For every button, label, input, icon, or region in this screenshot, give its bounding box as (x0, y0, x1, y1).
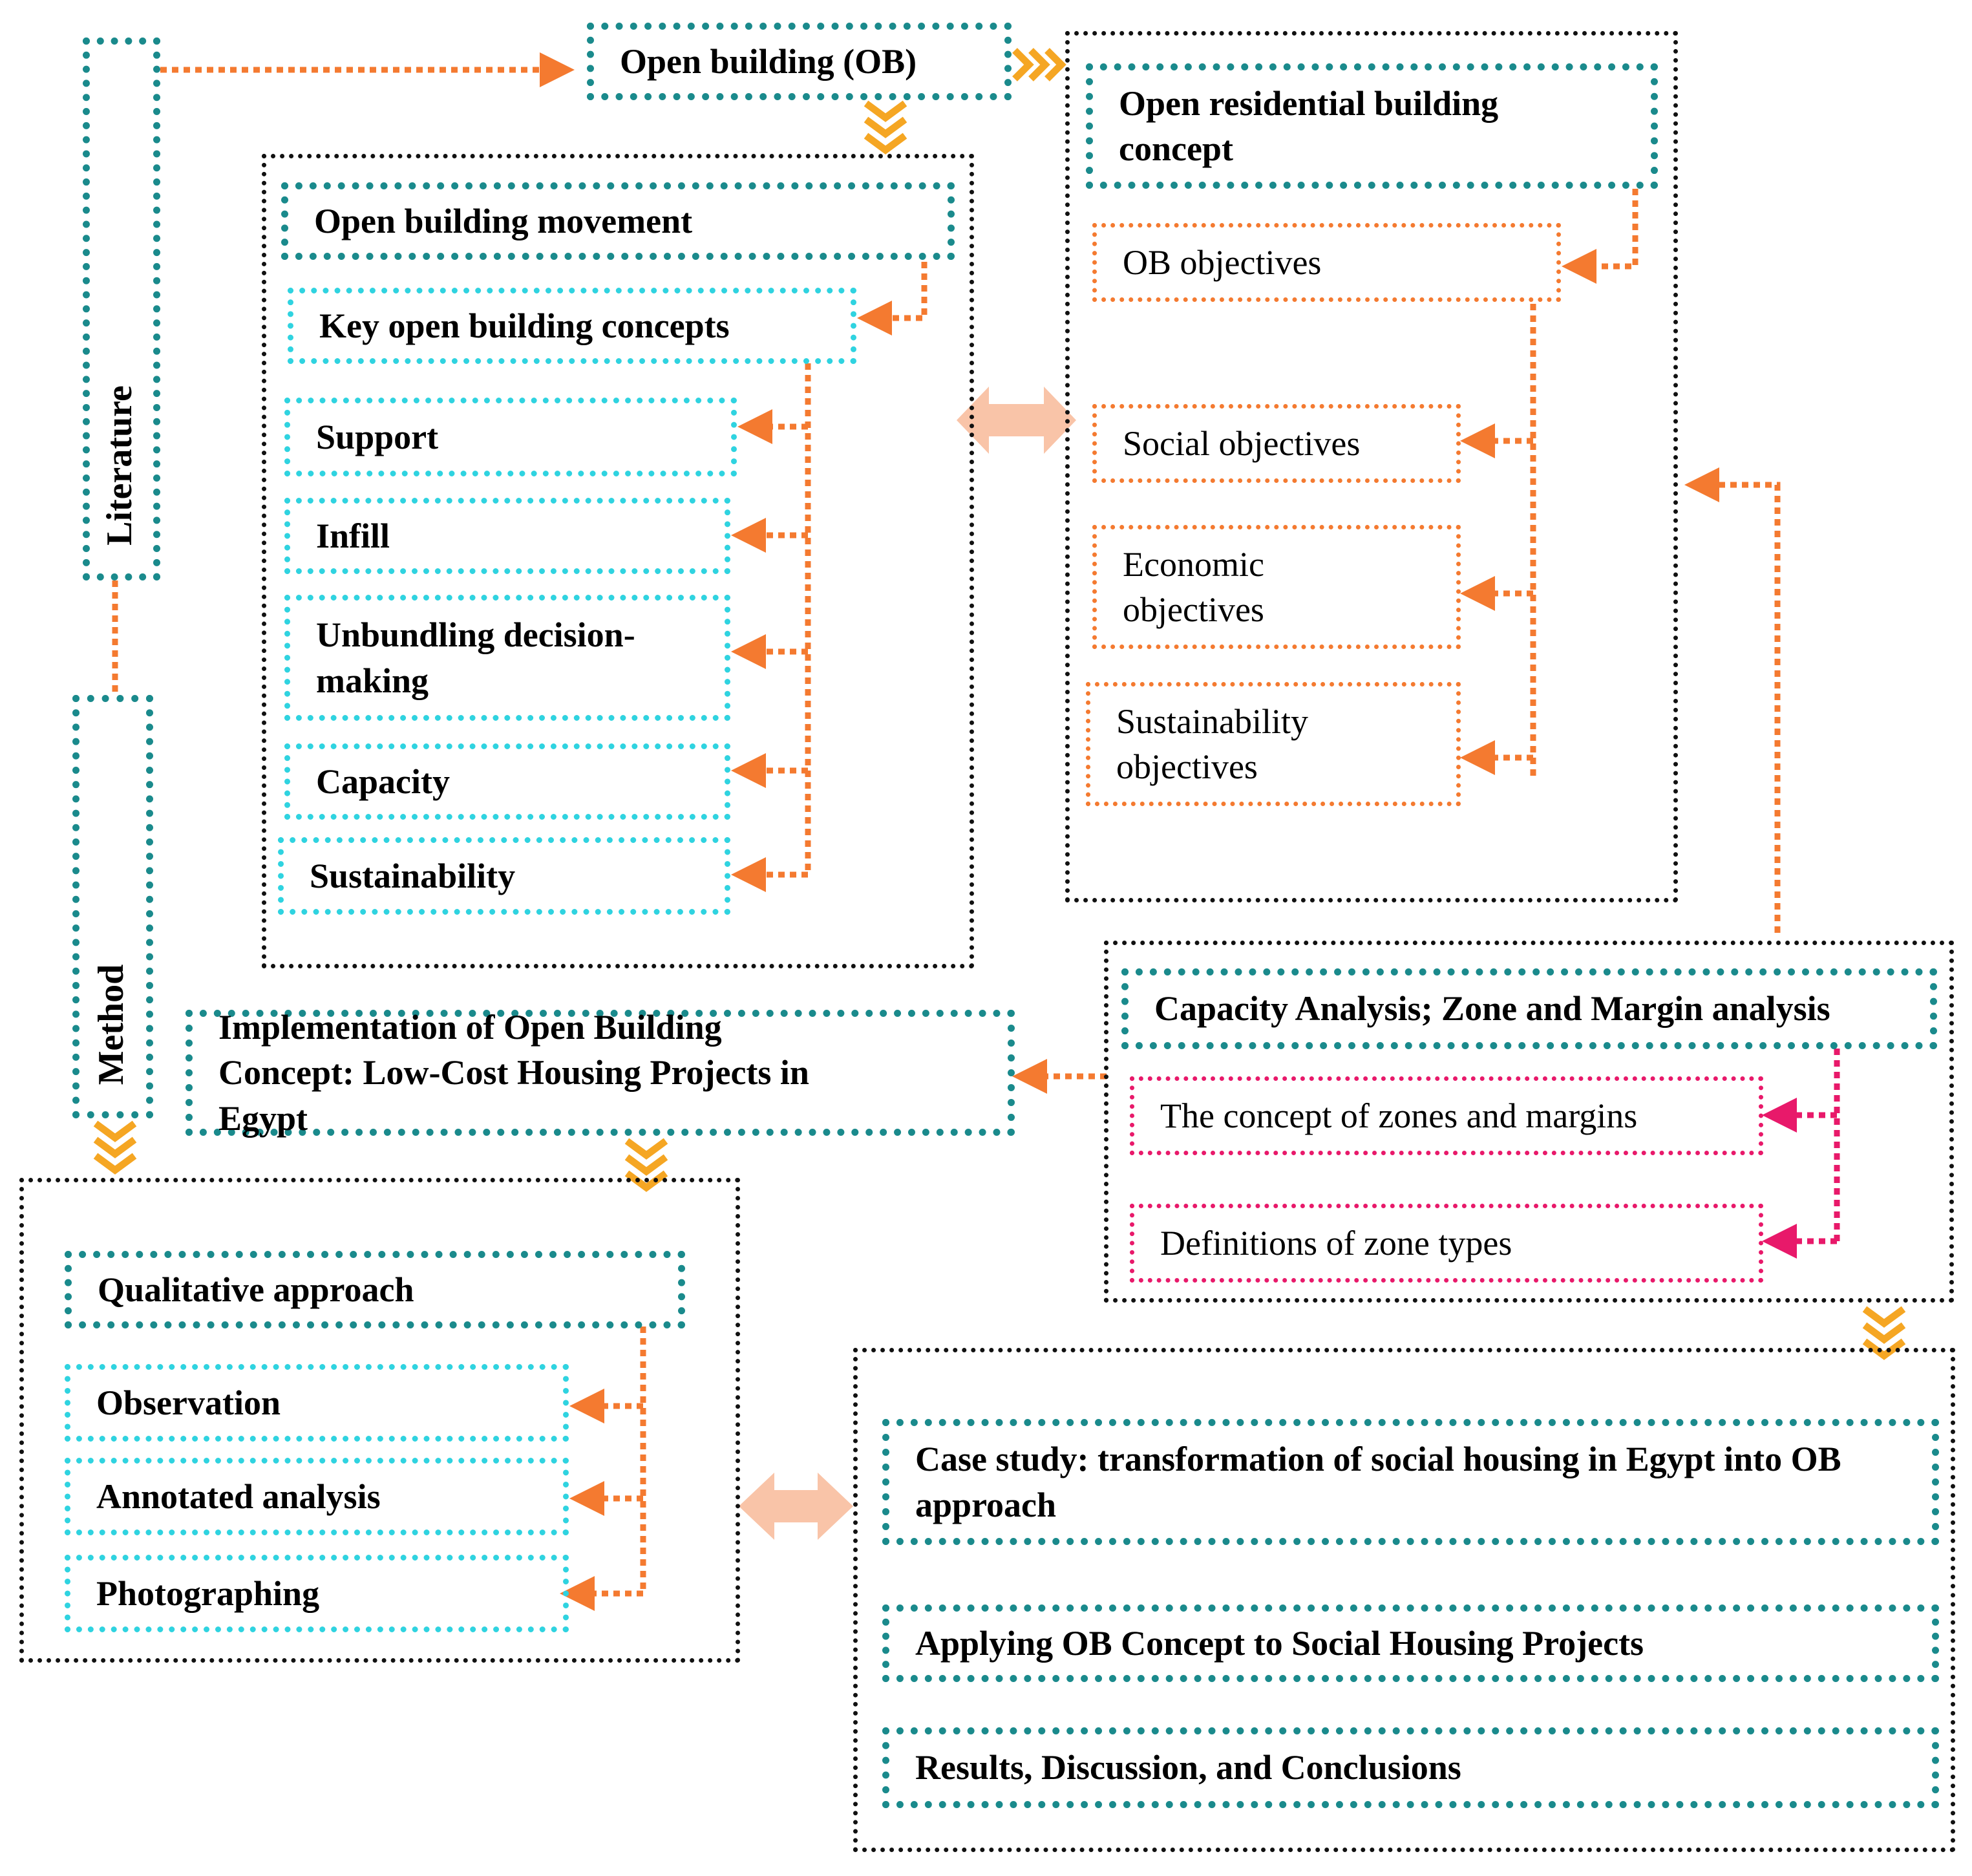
method-bus (560, 1327, 646, 1611)
photographing: Photographing (65, 1555, 569, 1632)
concept-unbundling: Unbundling decision-making (284, 595, 730, 721)
zones-margins: The concept of zones and margins (1130, 1076, 1763, 1155)
arrow-residential-to-objectives (1562, 189, 1638, 284)
concept-infill: Infill (284, 498, 730, 574)
annotated-analysis: Annotated analysis (65, 1458, 569, 1535)
arrow-movement-to-concepts (857, 262, 928, 336)
method-box (72, 695, 153, 1118)
residential-group (1065, 31, 1678, 902)
method-group (19, 1178, 740, 1663)
method-label: Method (91, 964, 131, 1085)
capacity-group (1104, 941, 1954, 1303)
literature-label: Literature (100, 385, 140, 546)
capacity-analysis: Capacity Analysis; Zone and Margin analy… (1121, 968, 1937, 1049)
qualitative-approach: Qualitative approach (65, 1251, 685, 1328)
objectives-bus (1460, 304, 1536, 779)
double-arrow-concepts-residential (957, 387, 1076, 454)
objective-sustainability: Sustainability objectives (1086, 682, 1461, 806)
arrow-capacity-to-residential (1684, 467, 1781, 933)
applying-ob: Applying OB Concept to Social Housing Pr… (882, 1604, 1939, 1682)
objective-economic: Economic objectives (1092, 525, 1461, 649)
zone-types: Definitions of zone types (1130, 1204, 1763, 1283)
results-discussion: Results, Discussion, and Conclusions (882, 1727, 1939, 1808)
ob-concepts-group (262, 154, 974, 968)
chevrons-capacity-down (1862, 1306, 1906, 1360)
concepts-bus (731, 363, 811, 892)
concept-sustainability: Sustainability (278, 837, 730, 915)
key-concepts: Key open building concepts (288, 288, 856, 364)
case-study-group (853, 1348, 1955, 1852)
case-study: Case study: transformation of social hou… (882, 1419, 1939, 1545)
chevrons-ob-down (864, 100, 907, 155)
objective-ob: OB objectives (1092, 223, 1561, 302)
double-arrow-method-casestudy (739, 1473, 853, 1540)
concept-capacity: Capacity (284, 743, 730, 820)
literature-box (83, 37, 160, 581)
open-building-title: Open building (OB) (587, 23, 1012, 100)
chevrons-ob-right (1012, 48, 1066, 81)
residential-concept: Open residential building concept (1086, 63, 1658, 189)
concept-support: Support (284, 398, 737, 476)
chevrons-method-down (93, 1120, 137, 1175)
open-building-movement: Open building movement (281, 182, 955, 260)
implementation: Implementation of Open Building Concept:… (186, 1008, 1015, 1138)
observation: Observation (65, 1364, 569, 1442)
capacity-bus (1762, 1049, 1840, 1259)
objective-social: Social objectives (1092, 404, 1461, 483)
